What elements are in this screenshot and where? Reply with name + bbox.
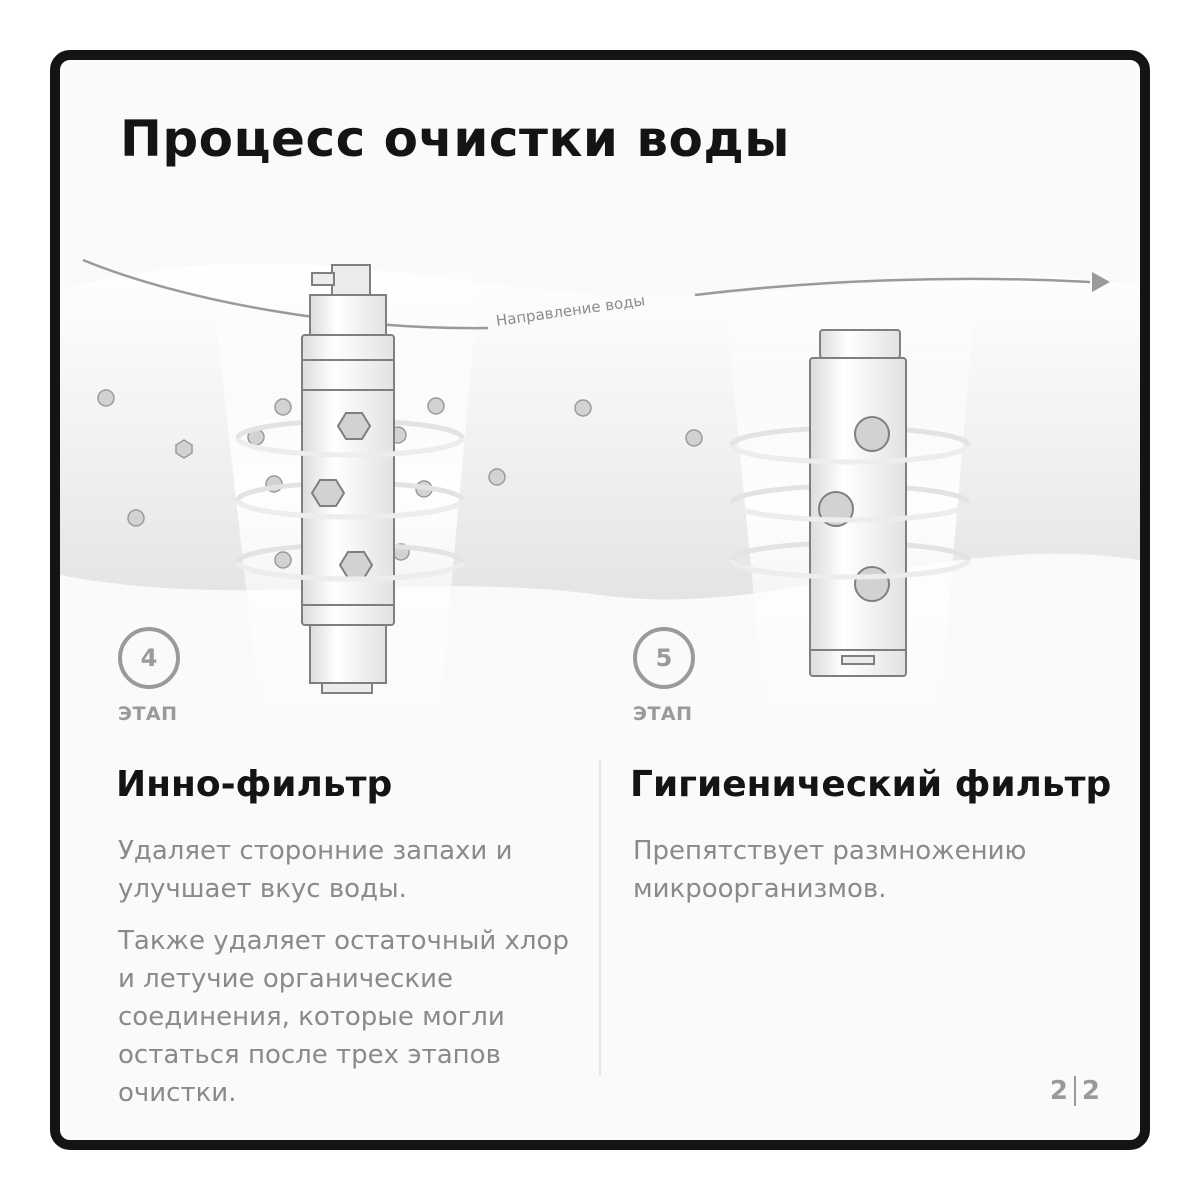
page-current: 2: [1049, 1076, 1068, 1106]
step-number-badge: 5: [633, 627, 695, 689]
filter-ring-front-right: [729, 444, 971, 580]
stage-description: Также удаляет остаточный хлор и летучие …: [118, 926, 569, 1108]
stage-description: Препятствует размножению микроорганизмов…: [633, 836, 1027, 904]
page-separator: [1073, 1076, 1076, 1106]
page-indicator: 2 2: [1050, 1076, 1100, 1106]
slide-frame: Процесс очистки воды Направление воды 4 …: [50, 50, 1150, 1150]
page-total: 2: [1081, 1076, 1100, 1106]
filter-ring-front-left: [235, 437, 465, 582]
hygienic-filter-cartridge: [809, 329, 907, 677]
flow-arrowhead: [1092, 272, 1110, 292]
water-flow-illustration: [60, 258, 1140, 710]
step-number-badge: 4: [118, 627, 180, 689]
column-divider: [599, 760, 601, 1076]
step-label: ЭТАП: [633, 703, 693, 725]
particles-left: [97, 389, 703, 569]
stage-heading: Инно-фильтр: [116, 764, 393, 805]
stage-heading: Гигиенический фильтр: [630, 764, 1112, 805]
step-label: ЭТАП: [118, 703, 178, 725]
inno-filter-cartridge: [301, 264, 395, 694]
page-title: Процесс очистки воды: [120, 110, 790, 168]
stage-description: Удаляет сторонние запахи и улучшает вкус…: [118, 836, 513, 904]
flow-line: [82, 258, 489, 330]
flow-line: [694, 277, 1091, 297]
